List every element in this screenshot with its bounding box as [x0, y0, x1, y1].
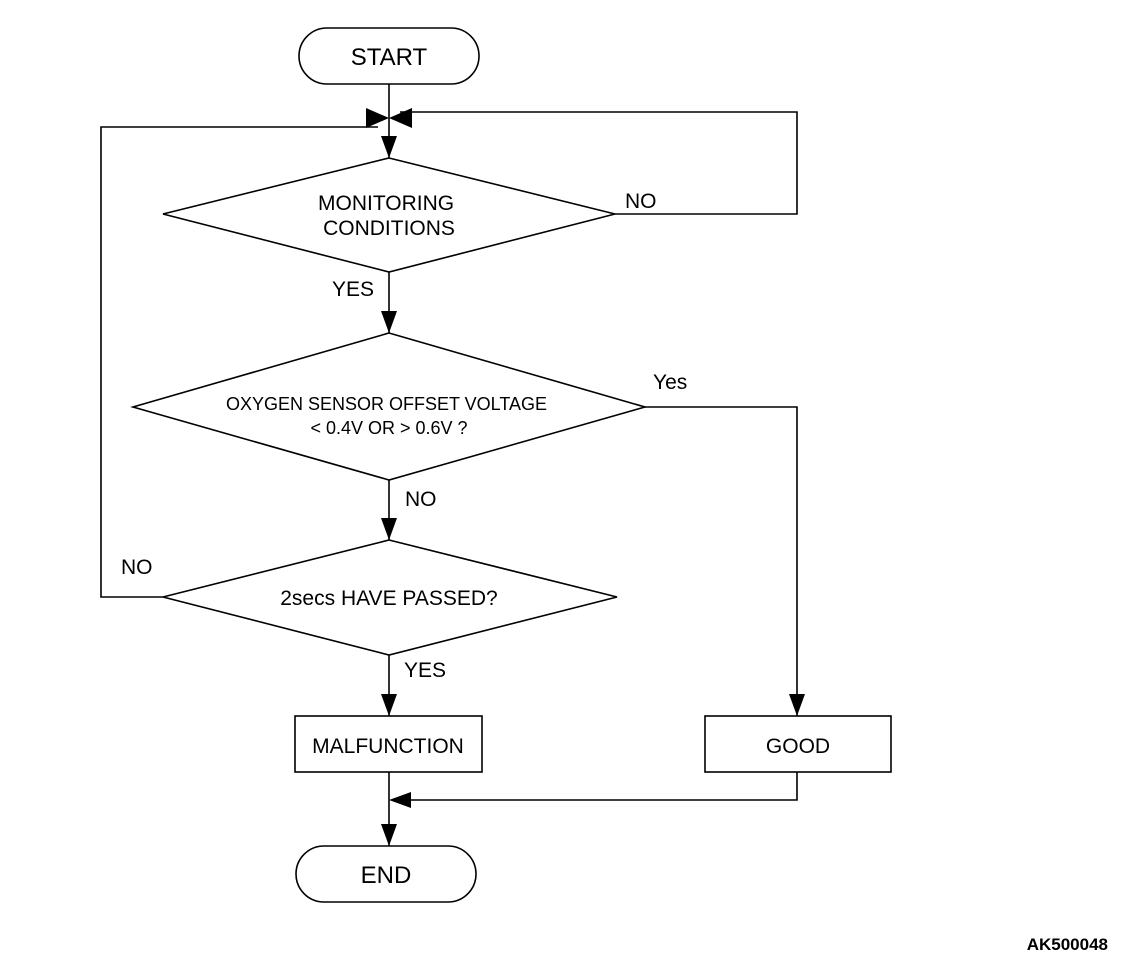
offset-label-line-1: OXYGEN SENSOR OFFSET VOLTAGE [226, 394, 547, 414]
time-passed-decision [162, 539, 618, 656]
good-label: GOOD [766, 735, 830, 758]
connector-passed-no-loop [100, 126, 378, 598]
offset-no-label: NO [405, 488, 437, 511]
connector-good-to-end [400, 772, 798, 801]
passed-yes-label: YES [404, 659, 446, 682]
monitoring-conditions-label: MONITORING CONDITIONS [318, 192, 460, 240]
good-box [704, 715, 892, 773]
end-terminator [295, 845, 477, 903]
monitoring-yes-label: YES [332, 278, 374, 301]
arrowhead-good-merge [389, 792, 411, 808]
arrowhead-to-offset [381, 311, 397, 333]
arrowhead-to-passed [381, 518, 397, 540]
monitoring-no-label: NO [625, 190, 657, 213]
offset-voltage-label: OXYGEN SENSOR OFFSET VOLTAGE < 0.4V OR >… [226, 394, 552, 438]
monitoring-conditions-decision [162, 157, 616, 273]
figure-code: AK500048 [1027, 935, 1108, 954]
end-label: END [361, 862, 412, 889]
connector-offset-yes [645, 406, 798, 716]
start-terminator [298, 27, 480, 85]
monitoring-label-line-2: CONDITIONS [323, 217, 455, 240]
arrowhead-to-malfunction [381, 694, 397, 716]
malfunction-box [294, 715, 483, 773]
malfunction-label: MALFUNCTION [312, 735, 464, 758]
arrowhead-to-end [381, 824, 397, 846]
offset-label-line-2: < 0.4V OR > 0.6V ? [310, 418, 467, 438]
time-passed-label: 2secs HAVE PASSED? [280, 587, 497, 610]
connector-monitoring-no-loop [400, 111, 798, 215]
offset-voltage-decision [130, 332, 648, 481]
monitoring-label-line-1: MONITORING [318, 192, 454, 215]
arrowhead-to-good [789, 694, 805, 716]
start-label: START [351, 44, 428, 71]
arrowhead-junction-right [389, 108, 412, 128]
offset-yes-label: Yes [653, 371, 687, 394]
passed-no-label: NO [121, 556, 153, 579]
arrowhead-junction-left [366, 108, 389, 128]
arrowhead-to-monitoring [381, 136, 397, 158]
